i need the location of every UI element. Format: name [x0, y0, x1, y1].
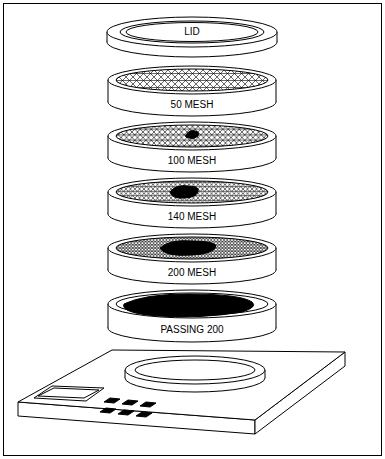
- sieve-50-mesh-part: [108, 66, 276, 94]
- sieve-100-mesh-part: [276, 136, 277, 158]
- sieve-100-mesh: [108, 122, 276, 172]
- balance-scale-part: [135, 360, 255, 380]
- sieve-200-mesh-part: [276, 248, 277, 270]
- collection-pan-part: [124, 294, 254, 317]
- part-label: 100 MESH: [168, 155, 216, 167]
- part-label: PASSING 200: [160, 324, 223, 336]
- sieve-140-mesh-part: [276, 192, 277, 214]
- sieve-100-mesh-part: [108, 136, 109, 158]
- part-label: 200 MESH: [168, 267, 216, 279]
- balance-scale-part-part: [100, 408, 116, 413]
- sieve-140-mesh-part: [170, 186, 198, 199]
- balance-scale-part: [34, 386, 104, 401]
- balance-scale-part-part: [136, 412, 152, 417]
- collection-pan-part: [108, 304, 109, 328]
- sieve-50-mesh-part: [276, 80, 277, 102]
- balance-scale-part-part: [122, 400, 138, 405]
- sieve-200-mesh-part: [116, 237, 268, 259]
- collection-pan-part: [276, 304, 277, 328]
- sieve-140-mesh-part: [116, 181, 268, 203]
- balance-scale-part: [18, 350, 345, 420]
- part-label: LID: [184, 26, 200, 38]
- balance-scale: [18, 350, 345, 434]
- sieve-lid-part: [120, 21, 264, 43]
- sieve-100-mesh-part: [185, 131, 198, 139]
- sieve-200-mesh-part: [108, 234, 276, 262]
- sieve-200-mesh-part: [108, 248, 109, 270]
- sieve-100-mesh-part: [116, 125, 268, 147]
- part-label: 50 MESH: [171, 99, 214, 111]
- balance-scale-part-part: [140, 402, 156, 407]
- sieve-lid-part: [126, 23, 258, 42]
- sieve-50-mesh-part: [108, 80, 109, 102]
- frame-border: [4, 4, 382, 456]
- collection-pan-part: [108, 290, 276, 318]
- collection-pan: [108, 290, 276, 342]
- sieve-lid: [107, 17, 277, 57]
- sieve-50-mesh: [108, 66, 276, 116]
- sieve-200-mesh-part: [160, 241, 216, 256]
- balance-scale-part: [100, 398, 156, 417]
- balance-scale-part-part: [118, 410, 134, 415]
- balance-scale-part: [38, 388, 99, 398]
- sieve-140-mesh-part: [108, 178, 276, 206]
- balance-scale-part-part: [104, 398, 120, 403]
- sieve-100-mesh-part: [108, 122, 276, 150]
- sieve-lid-part: [107, 17, 277, 47]
- part-label: 140 MESH: [168, 211, 216, 223]
- balance-scale-part: [125, 356, 265, 384]
- sieve-50-mesh-part: [116, 69, 268, 91]
- sieve-200-mesh: [108, 234, 276, 284]
- sieve-140-mesh-part: [108, 192, 109, 214]
- sieve-140-mesh: [108, 178, 276, 228]
